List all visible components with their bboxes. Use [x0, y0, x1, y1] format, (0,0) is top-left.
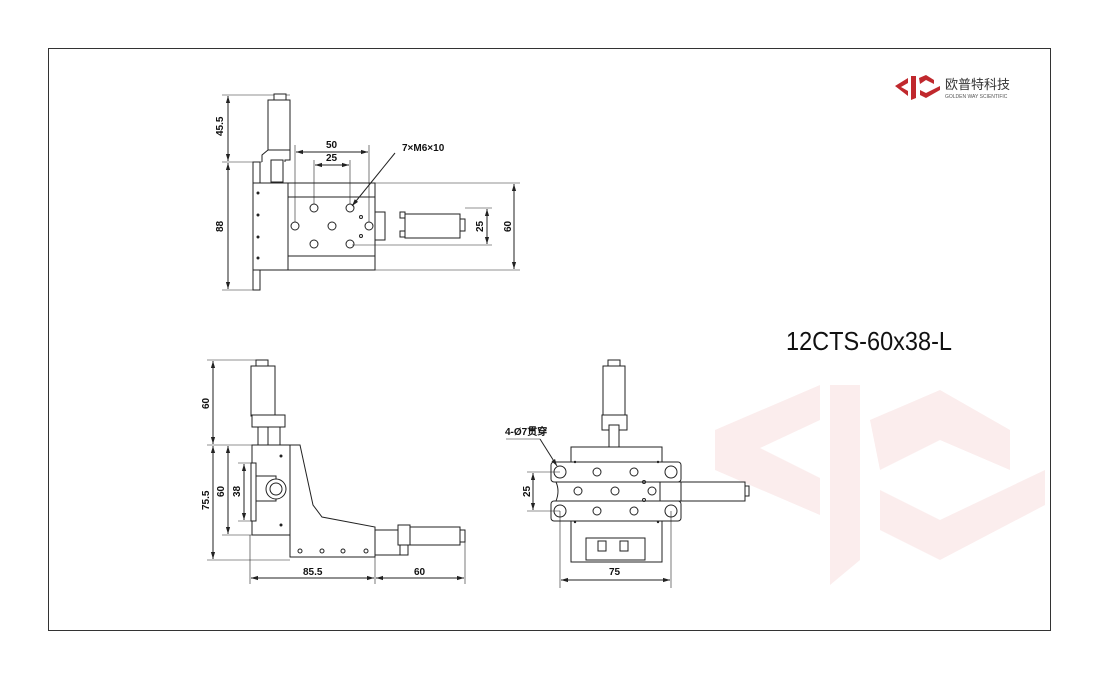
- logo-mark-icon: [895, 75, 940, 100]
- top-view: 45.5 88 50 25 7×M6×10: [215, 93, 520, 291]
- dim-60-top: 60: [503, 220, 514, 232]
- company-logo: 欧普特科技 GOLDEN WAY SCIENTIFIC: [895, 75, 1010, 100]
- drawing-border: [48, 48, 1051, 631]
- dim-50: 50: [326, 140, 338, 151]
- dim-60-side-mic-length: 60: [414, 567, 426, 578]
- dim-85-5: 85.5: [303, 567, 323, 578]
- dim-38: 38: [232, 485, 243, 497]
- dim-75-5: 75.5: [201, 490, 212, 510]
- dim-75: 75: [609, 567, 621, 578]
- dim-25-top: 25: [326, 153, 338, 164]
- side-view: 60 75.5 60 38 85.5 60: [201, 359, 466, 584]
- logo-name-cn: 欧普特科技: [945, 77, 1010, 92]
- dim-88: 88: [215, 220, 226, 232]
- dim-25-top-inner: 25: [475, 220, 486, 232]
- logo-name-en: GOLDEN WAY SCIENTIFIC: [945, 94, 1008, 100]
- dim-25-front: 25: [522, 485, 533, 497]
- dim-45-5: 45.5: [215, 116, 226, 136]
- dim-60-side-inner: 60: [216, 485, 227, 497]
- hole-note-front: 4-Ø7贯穿: [505, 425, 547, 438]
- watermark-logo: [715, 385, 1045, 585]
- front-view: 25 4-Ø7贯穿 75: [505, 359, 750, 588]
- model-title: 12CTS-60x38-L: [786, 326, 952, 356]
- hole-note-top: 7×M6×10: [402, 143, 445, 154]
- dim-60-side-mic: 60: [201, 397, 212, 409]
